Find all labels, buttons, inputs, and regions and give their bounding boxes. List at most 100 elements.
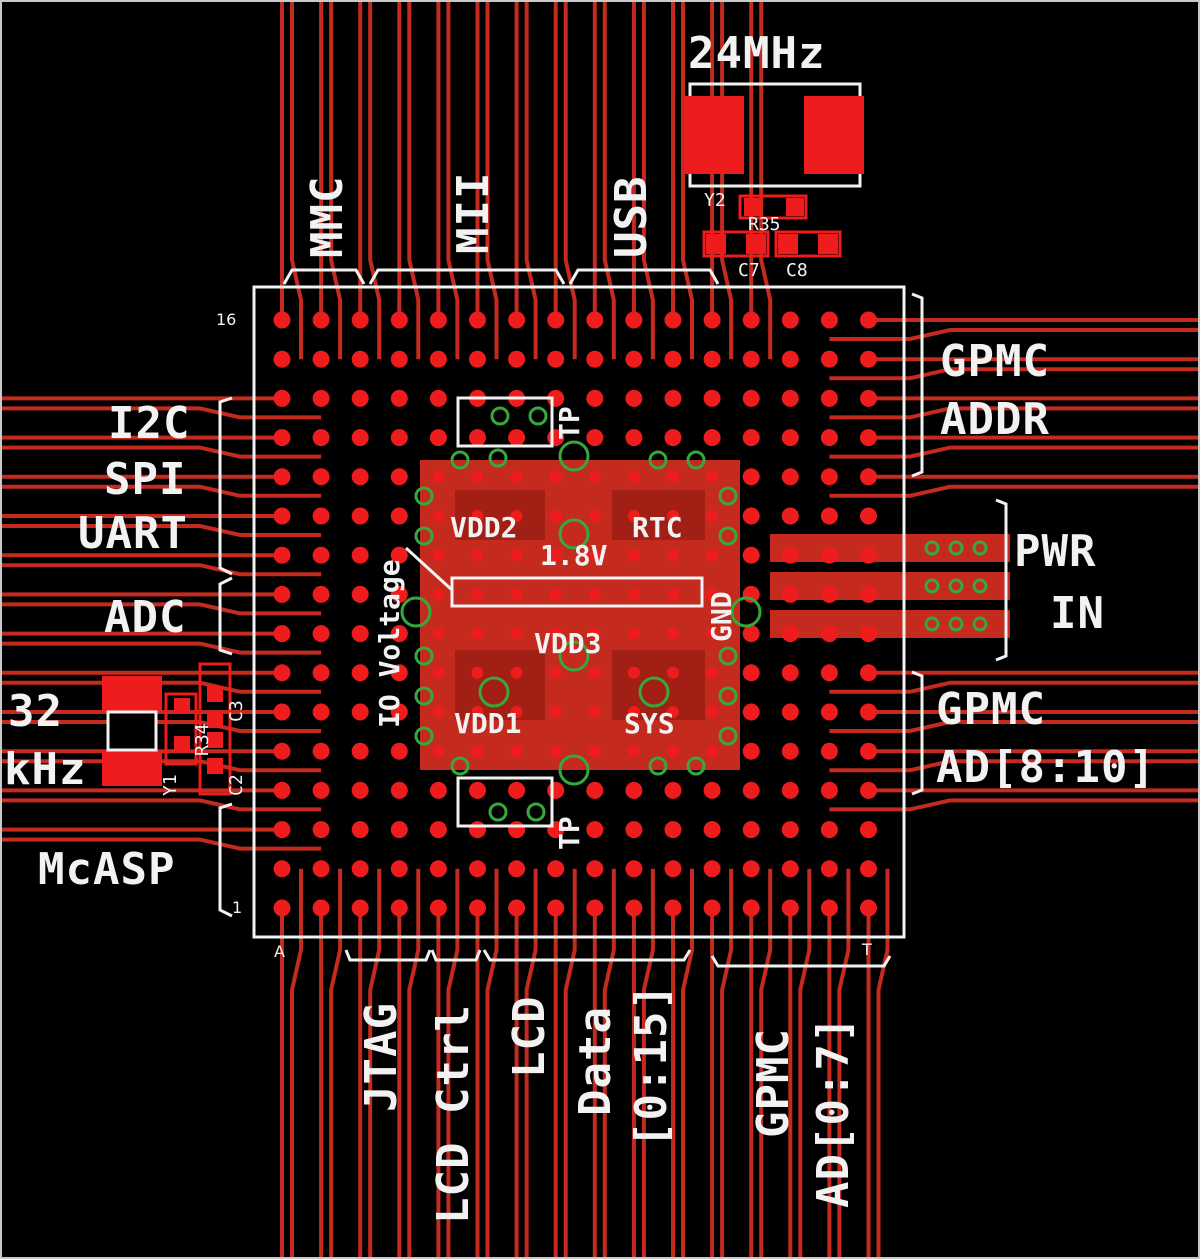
adc-label: ADC [104,592,187,643]
bga-pad [781,429,799,447]
bga-pad [742,350,760,368]
trace-top [368,0,382,360]
bga-core-pad [667,549,679,562]
trace-right [829,445,1200,459]
y1-pad-top [102,676,162,712]
bga-pad [742,311,760,329]
bga-core-pad [627,510,640,522]
lcd-ctrl-label: LCD Ctrl [428,1004,479,1224]
bga-pad [703,821,721,839]
bga-pad [860,703,877,721]
bga-core-pad [510,549,523,562]
bga-pad [312,350,330,368]
gnd-label: GND [705,591,738,642]
vdd1-label: VDD1 [454,707,522,740]
bga-pad [429,429,447,447]
row-16-label: 16 [216,310,237,329]
trace-right [829,328,1200,341]
bga-pad [390,781,408,799]
bracket-mii [368,268,566,285]
bga-pad [742,546,760,564]
bga-pad [820,546,838,564]
bga-pad [469,429,486,447]
trace-top [524,0,538,360]
bga-pad [429,389,447,407]
bga-pad [781,821,799,839]
bga-pad [273,507,291,525]
vdd3-label: VDD3 [534,627,602,660]
bga-pad [781,350,799,368]
bga-pad [703,781,721,799]
bga-pad [273,742,291,760]
uart-label: UART [78,508,188,559]
vdd2-island [455,490,545,540]
bga-core-pad [588,745,601,758]
bracket-mcasp [218,802,233,918]
bga-core-pad [706,627,719,640]
via [924,540,940,556]
bga-pad [703,860,721,878]
bga-pad [351,899,369,917]
r35-outline [738,194,808,220]
bga-pad [351,546,369,564]
trace-top [563,0,577,360]
bga-pad [312,703,330,721]
y2-outline [688,82,862,188]
cap-pad [746,234,766,254]
cap-pad [706,234,726,254]
bga-pad [390,507,408,525]
gpmc-ad810-label-line1: GPMC [936,684,1046,735]
bga-pad [429,311,447,329]
bga-pad [312,468,330,486]
trace-right [829,720,1200,733]
bga-core-pad [706,549,719,562]
bga-pad [469,860,486,878]
bga-pad [742,703,760,721]
c8-refdes: C8 [786,260,808,281]
bga-pad [625,429,643,447]
bga-pad [273,389,291,407]
bga-pad [390,389,408,407]
bga-pad [860,311,877,329]
bga-pad [429,350,447,368]
bga-pad [390,821,408,839]
trace-left [0,563,322,577]
bga-core-pad [667,706,679,718]
bga-pad [351,507,369,525]
col-a-label: A [274,942,285,961]
bga-pad [860,742,877,760]
bga-core-pad [549,745,562,758]
bracket-jtag [344,949,432,962]
bga-pad [664,311,682,329]
bga-pad [351,350,369,368]
bga-pad [820,625,838,643]
trace-bottom [641,868,655,1259]
gpmc-addr-label-line1: GPMC [940,336,1050,387]
bga-core-pad [588,666,601,679]
pwr-in-label-line1: PWR [1014,526,1097,577]
via [414,526,434,546]
bga-pad [820,781,838,799]
bga-core-pad [706,745,719,758]
via [948,616,964,632]
gpmc-ad07-label-line1: GPMC [748,1028,799,1138]
bga-pad [508,899,526,917]
via [730,596,762,628]
bga-pad [351,781,369,799]
bga-outline [252,285,906,939]
tp-top-label: TP [553,406,586,440]
bga-core-pad [549,588,562,601]
bga-core-pad [627,470,640,483]
bga-pad [742,389,760,407]
trace-bottom [798,868,812,1259]
bga-core-pad [471,470,484,483]
trace-top [485,0,499,360]
bga-core-pad [432,706,445,718]
bga-core-pad [588,510,601,522]
bga-pad [273,585,291,603]
via [686,450,706,470]
bga-pad [586,781,604,799]
trace-bottom [407,868,421,1259]
bracket-mmc [282,268,366,285]
